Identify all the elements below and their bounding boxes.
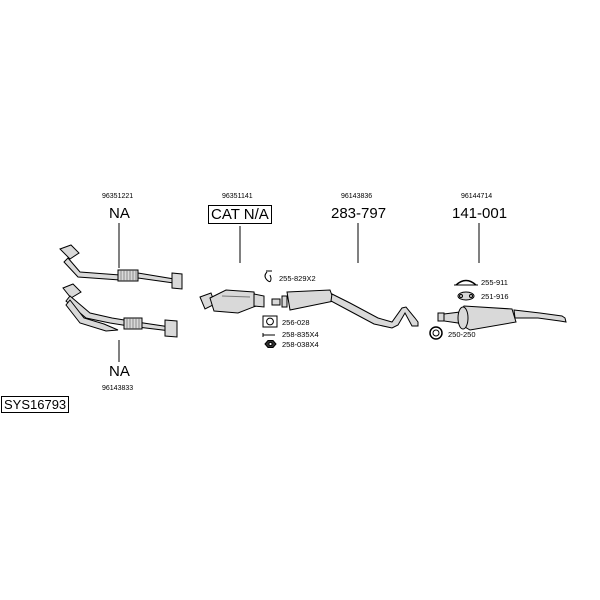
centre-pipe-flange [271,298,281,306]
catalyst-body-shading [221,295,251,298]
front-pipe-flex-section [117,269,139,282]
centre-pipe-part [271,289,419,329]
centre-pipe-front-ring [281,295,288,308]
down-pipe-flange [62,283,82,299]
clamp-icon [264,270,272,283]
leader-lines [118,223,480,362]
down-pipe-tube-lower [65,299,119,332]
bolt-icon [262,333,275,337]
down-pipe-part [62,283,178,338]
part-code-front-pipe[interactable]: NA [109,205,130,222]
catalyst-body [209,289,257,314]
accessory-code-bolt[interactable]: 258-835X4 [282,330,319,339]
part-code-rear-silencer[interactable]: 141-001 [452,205,508,222]
rear-silencer-part [437,305,567,331]
part-code-down-pipe[interactable]: NA [109,363,130,380]
front-pipe-flex-ribs [120,270,137,281]
rear-silencer-end-cap [457,306,469,330]
centre-pipe-tube [330,293,419,329]
down-pipe-rear-flange [164,319,178,338]
oem-number-front-pipe: 96351221 [102,193,134,200]
front-pipe-part [59,244,183,290]
accessory-code-clamp[interactable]: 255-829X2 [279,274,316,283]
catalyst-part [199,289,265,314]
gasket-icon [262,315,278,328]
centre-silencer-body [286,289,335,311]
down-pipe-flex-ribs [126,318,140,329]
oem-number-catalyst: 96351141 [222,193,253,200]
rear-silencer-body [443,305,517,331]
rear-tail-pipe [513,309,567,323]
nut-icon [264,340,277,348]
rubber-mount-icon [457,291,475,301]
clamp-icon [454,279,478,286]
front-pipe-rear-flange [171,272,183,290]
accessory-code-rubber-mount[interactable]: 251-916 [481,292,509,301]
oem-number-down-pipe: 96143833 [102,385,134,392]
accessory-code-nut[interactable]: 258-038X4 [282,340,319,349]
accessory-code-gasket[interactable]: 256-028 [282,318,310,327]
accessory-code-rubber-ring[interactable]: 250-250 [448,330,476,339]
rubber-ring-icon [429,326,443,340]
down-pipe-tube-upper [65,295,172,332]
accessory-code-rear-clamp[interactable]: 255-911 [481,278,508,287]
catalyst-outlet-flange [253,293,265,308]
part-code-centre-pipe[interactable]: 283-797 [331,205,387,222]
system-code-label: SYS16793 [1,396,70,413]
oem-number-rear-silencer: 96144714 [461,193,493,200]
front-pipe-flange [59,244,80,260]
oem-number-centre-pipe: 96143836 [341,193,373,200]
rear-pipe-clamp [437,312,445,322]
part-code-catalyst[interactable]: CAT N/A [208,205,272,224]
accessory-icons [262,270,478,348]
